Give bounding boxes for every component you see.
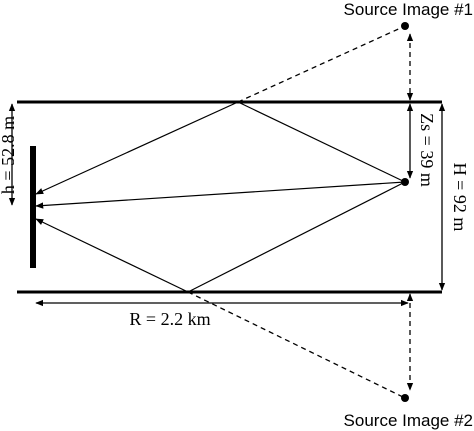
depth-label: H = 92 m (450, 163, 470, 232)
image-2-dashed-ray (187, 291, 406, 399)
image-1-dashed-ray (237, 25, 406, 103)
surface-reflected-ray-incident (237, 101, 406, 183)
bottom-reflected-ray (35, 218, 189, 293)
source-depth-label: Zs = 39 m (417, 113, 437, 187)
source-image-2-label: Source Image #2 (344, 411, 473, 430)
bottom-reflected-ray-incident (187, 181, 406, 293)
array-height-label: h = 52.8 m (0, 116, 18, 194)
surface-reflected-ray (35, 101, 239, 195)
range-label: R = 2.2 km (129, 309, 210, 329)
direct-ray (35, 181, 406, 209)
source-image-1-label: Source Image #1 (344, 0, 473, 19)
source-image-2-point (401, 394, 409, 402)
